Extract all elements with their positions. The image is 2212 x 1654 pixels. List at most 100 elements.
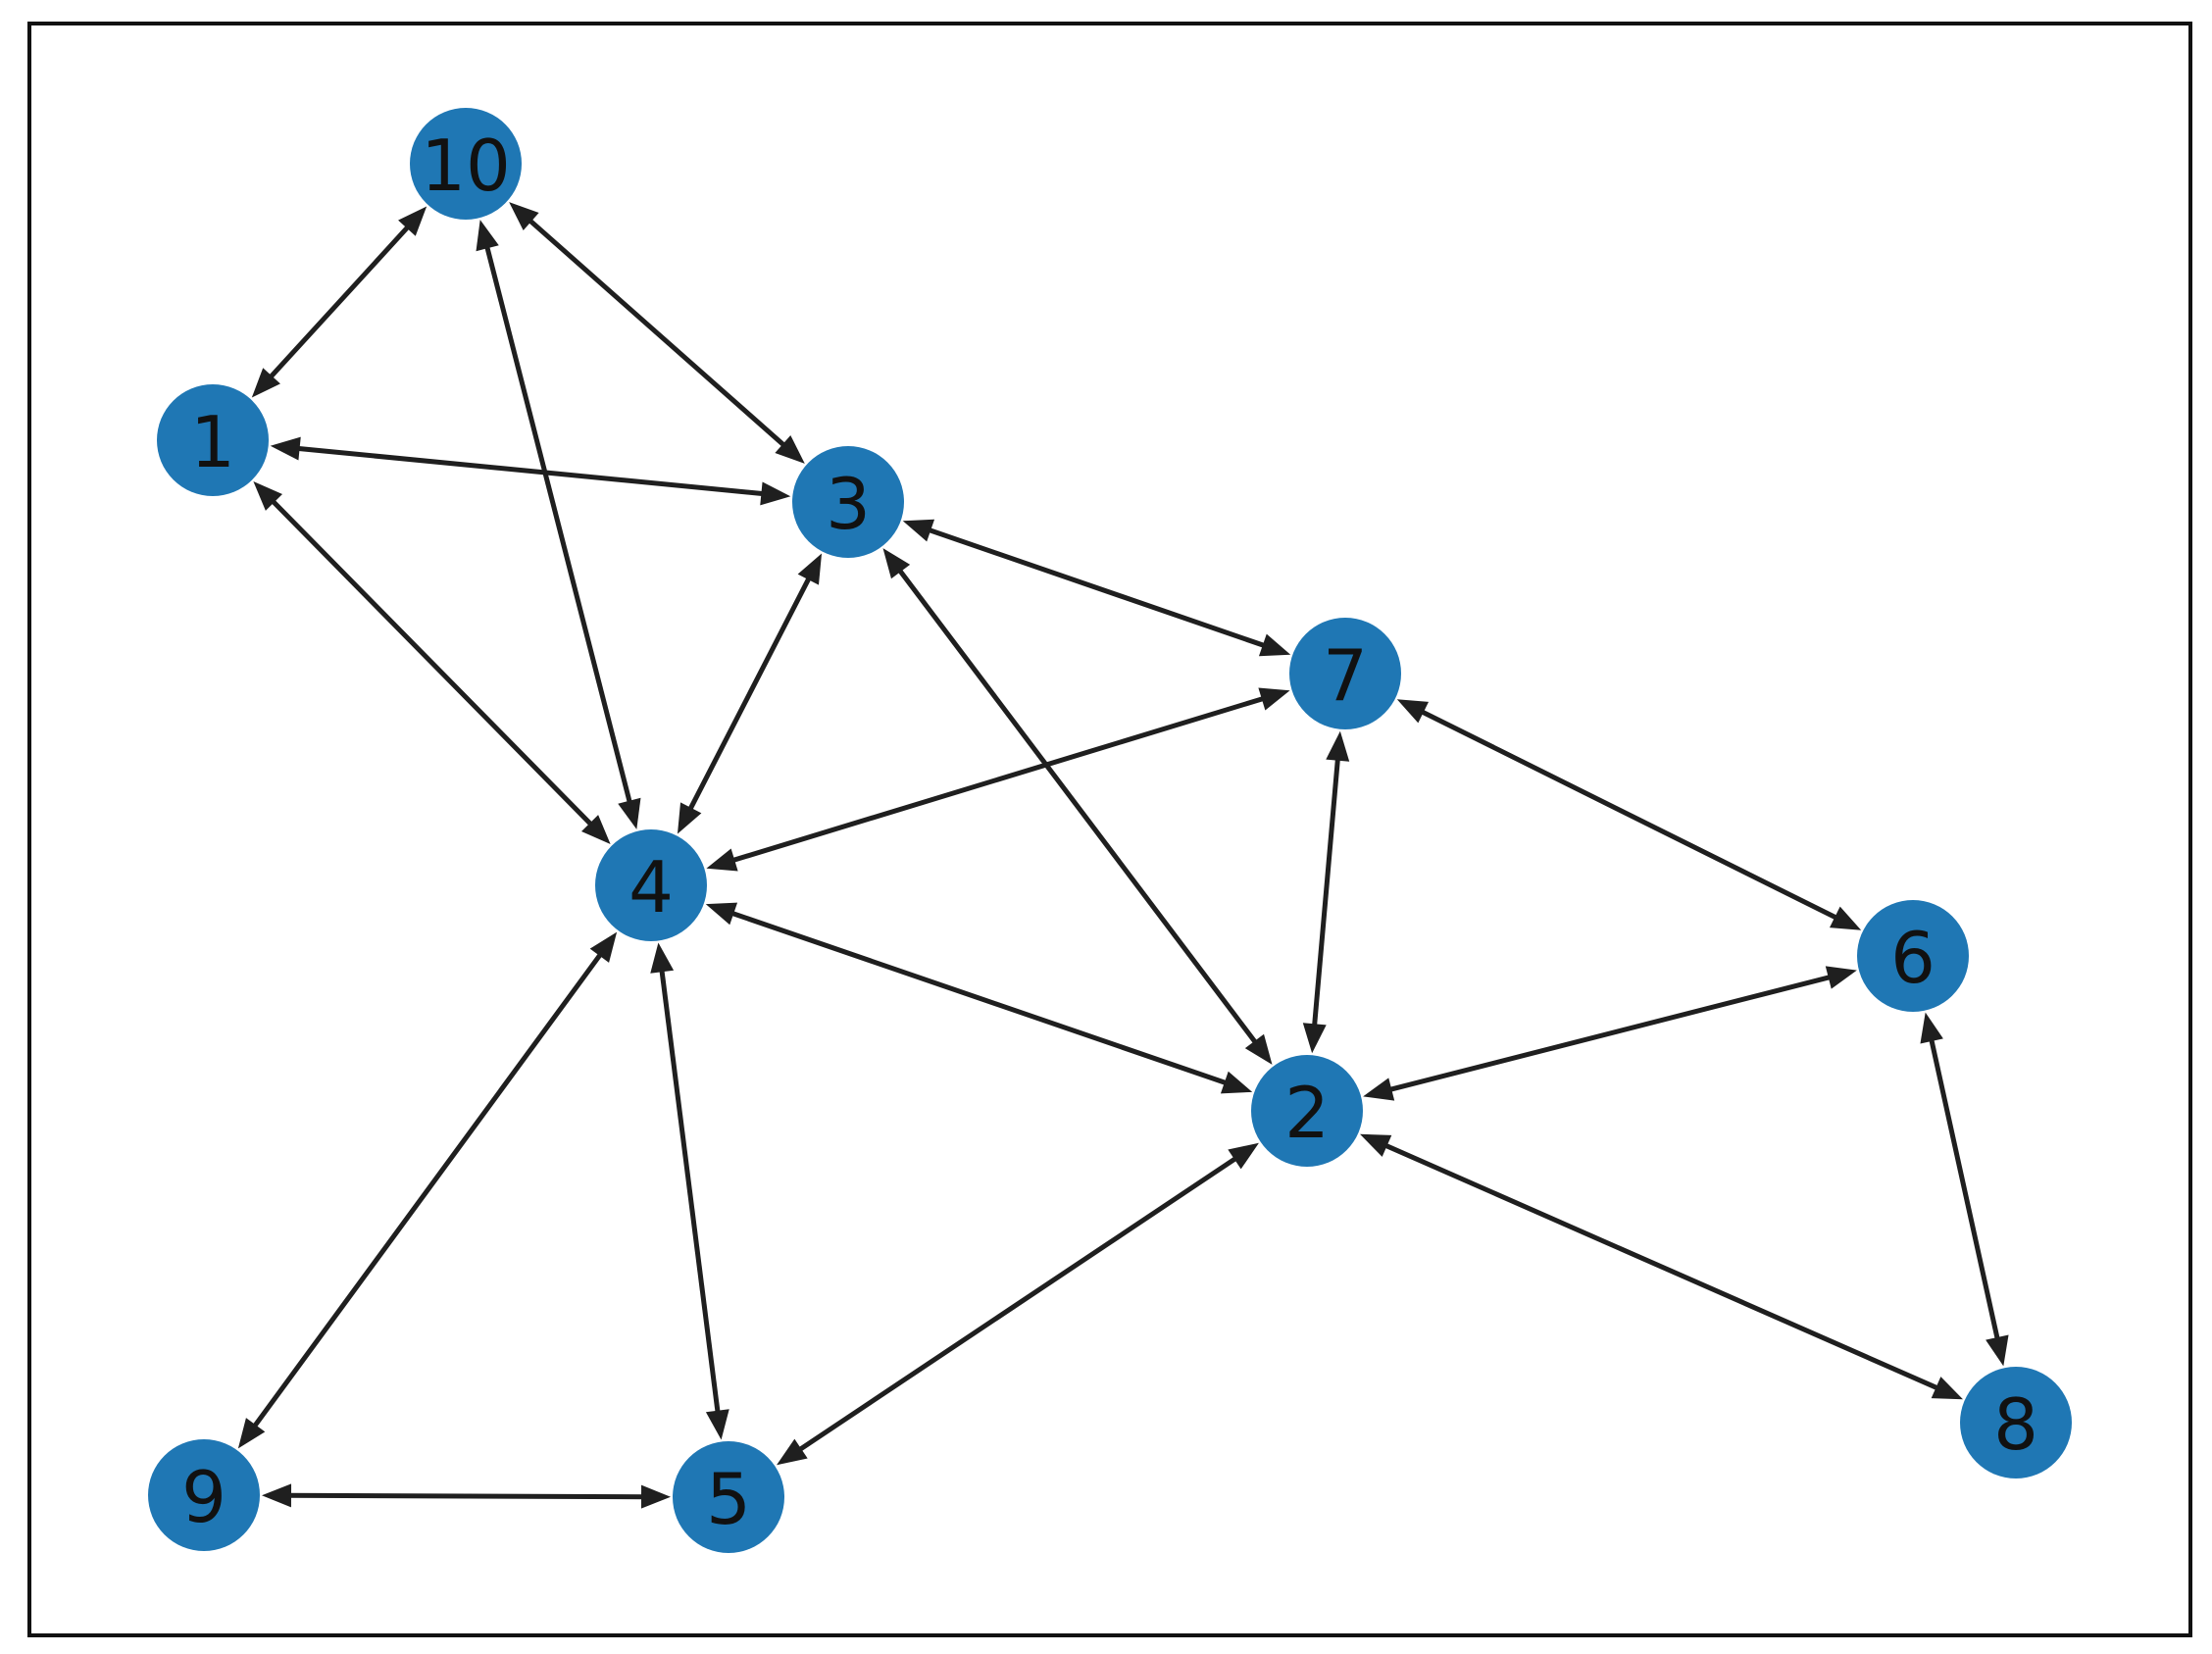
arrowhead-icon	[882, 548, 911, 579]
edge-line	[266, 222, 413, 382]
node-circle	[410, 108, 522, 220]
edge-line	[293, 445, 768, 497]
node-circle	[595, 829, 707, 941]
arrowhead-icon	[777, 1438, 808, 1466]
arrowhead-icon	[237, 1418, 266, 1449]
edge-6-2	[1363, 966, 1857, 1101]
arrowhead-icon	[1258, 633, 1291, 657]
arrowhead-icon	[270, 436, 301, 461]
arrowhead-icon	[618, 797, 641, 829]
nodes-layer: 1 2 3 4 5 6 7 8 9 10	[148, 108, 2072, 1553]
edge-line	[284, 1492, 648, 1500]
edge-line	[924, 526, 1270, 650]
node-label: 2	[1284, 1072, 1330, 1154]
node-5: 5	[673, 1441, 784, 1553]
node-label: 7	[1323, 634, 1368, 717]
arrowhead-icon	[261, 1483, 292, 1508]
node-1: 1	[157, 384, 269, 496]
edge-line	[728, 694, 1269, 865]
edge-9-5	[261, 1483, 672, 1509]
edge-7-4	[706, 687, 1290, 872]
arrowhead-icon	[1829, 906, 1862, 930]
edge-1-4	[253, 481, 611, 844]
node-circle	[148, 1439, 260, 1551]
arrowhead-icon	[1220, 1071, 1253, 1094]
arrowhead-icon	[1986, 1334, 2009, 1367]
arrowhead-icon	[1363, 1078, 1395, 1101]
node-label: 1	[190, 401, 235, 483]
edge-6-8	[1920, 1012, 2009, 1367]
node-circle	[1857, 900, 1969, 1012]
edge-line	[1384, 974, 1835, 1093]
arrowhead-icon	[797, 553, 823, 585]
edge-4-9	[237, 931, 618, 1449]
arrowhead-icon	[251, 368, 280, 398]
arrowhead-icon	[1258, 687, 1290, 711]
edge-line	[794, 1154, 1241, 1454]
edge-10-1	[251, 206, 427, 398]
arrowhead-icon	[509, 202, 539, 230]
arrowhead-icon	[1228, 1142, 1259, 1170]
node-circle	[1960, 1367, 2072, 1479]
node-7: 7	[1289, 618, 1401, 729]
edge-4-5	[650, 942, 729, 1440]
edge-line	[1417, 707, 1841, 923]
edge-line	[1380, 1141, 1943, 1392]
arrowhead-icon	[1931, 1377, 1963, 1400]
node-label: 10	[421, 125, 511, 207]
edge-line	[894, 565, 1261, 1048]
edge-3-4	[677, 553, 823, 834]
edge-1-3	[270, 436, 791, 506]
edge-line	[1928, 1034, 2001, 1344]
edge-2-8	[1360, 1133, 1963, 1400]
edge-4-2	[705, 902, 1253, 1094]
arrowhead-icon	[705, 902, 738, 926]
node-circle	[792, 446, 904, 558]
arrowhead-icon	[1244, 1033, 1273, 1065]
node-8: 8	[1960, 1367, 2072, 1479]
arrowhead-icon	[640, 1484, 672, 1509]
arrowhead-icon	[1825, 966, 1857, 989]
edge-line	[1311, 754, 1341, 1030]
node-label: 4	[628, 846, 674, 928]
arrowhead-icon	[760, 481, 791, 506]
edge-line	[685, 573, 814, 815]
node-label: 3	[826, 463, 871, 545]
arrowhead-icon	[902, 519, 935, 542]
plot-frame	[27, 22, 2192, 1637]
arrowhead-icon	[1302, 1023, 1327, 1054]
arrowhead-icon	[705, 1409, 729, 1440]
node-2: 2	[1251, 1055, 1363, 1167]
edge-10-4	[476, 220, 641, 829]
edge-line	[658, 966, 722, 1417]
edge-line	[727, 909, 1232, 1087]
arrowhead-icon	[650, 942, 675, 974]
arrowhead-icon	[677, 802, 702, 834]
edge-line	[268, 496, 596, 829]
edge-7-2	[1302, 730, 1350, 1054]
edge-3-2	[882, 548, 1273, 1065]
edge-line	[250, 949, 605, 1431]
arrowhead-icon	[1396, 699, 1430, 724]
arrowhead-icon	[775, 435, 805, 464]
arrowhead-icon	[1326, 730, 1350, 762]
arrowhead-icon	[706, 848, 738, 872]
edge-2-5	[777, 1142, 1259, 1466]
node-label: 6	[1890, 917, 1936, 999]
node-10: 10	[410, 108, 522, 220]
edge-line	[525, 216, 789, 450]
node-9: 9	[148, 1439, 260, 1551]
node-label: 9	[181, 1456, 226, 1538]
arrowhead-icon	[1920, 1012, 1943, 1044]
node-circle	[157, 384, 269, 496]
edge-7-6	[1396, 699, 1862, 930]
arrowhead-icon	[476, 220, 499, 252]
node-3: 3	[792, 446, 904, 558]
arrowhead-icon	[398, 206, 427, 236]
arrowhead-icon	[581, 815, 611, 844]
node-circle	[1251, 1055, 1363, 1167]
edges-layer	[237, 202, 2009, 1509]
node-circle	[1289, 618, 1401, 729]
arrowhead-icon	[253, 481, 282, 511]
